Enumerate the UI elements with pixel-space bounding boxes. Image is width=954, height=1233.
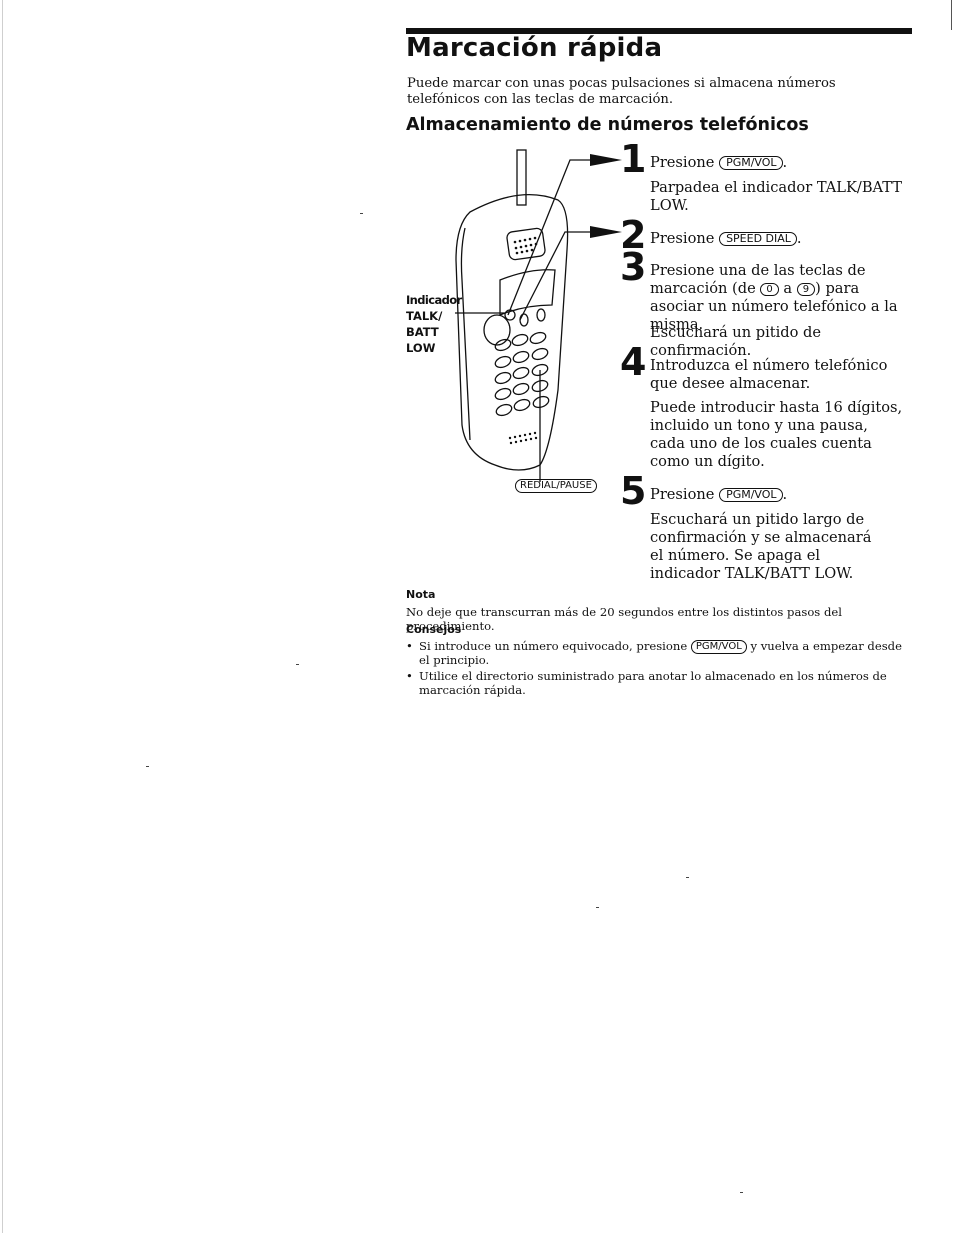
keypad [494, 331, 550, 417]
indicator-label-line: Indicador [406, 293, 462, 307]
step-3-text: Presione una de las teclas de marcación … [650, 262, 915, 334]
step-number: 1 [620, 137, 647, 181]
page-edge [2, 0, 3, 1233]
step-tail: . [782, 486, 788, 503]
phone-illustration [455, 149, 622, 482]
speed-dial-key: SPEED DIAL [719, 232, 797, 246]
scan-speck [360, 213, 363, 214]
section-subtitle: Almacenamiento de números telefónicos [406, 115, 809, 135]
earpiece [506, 227, 546, 261]
step-5-detail: Escuchará un pitido largo de confirmació… [650, 511, 872, 582]
step-text-c: ) para asociar un número telefónico a la… [650, 280, 898, 333]
digit-key-0: 0 [760, 283, 779, 296]
antenna [516, 149, 527, 206]
leader-line-step1 [507, 159, 612, 316]
step-text-a: Presione una de las teclas de marcación … [650, 262, 866, 297]
note-heading: Nota [406, 588, 436, 601]
indicator-label-line: LOW [406, 341, 436, 355]
display-area [499, 269, 556, 316]
scan-speck [296, 664, 299, 665]
step-number: 3 [620, 245, 647, 289]
pgm-vol-key: PGM/VOL [690, 640, 747, 654]
step-tail: . [782, 154, 788, 171]
intro-paragraph: Puede marcar con unas pocas pulsaciones … [407, 76, 836, 107]
step-1-text: Presione PGM/VOL. [650, 154, 915, 172]
tip-text-a: Si introduce un número equivocado, presi… [419, 639, 688, 653]
digit-key-9: 9 [796, 283, 816, 296]
bullet-dot: • [406, 669, 413, 683]
scan-speck [596, 907, 599, 908]
indicator-label: Indicador TALK/ BATT LOW [406, 292, 462, 356]
title-rule [406, 28, 912, 34]
step-2-text: Presione SPEED DIAL. [650, 230, 915, 248]
step-4-detail: Puede introducir hasta 16 dígitos, inclu… [650, 399, 903, 470]
bullet-dot: • [406, 639, 413, 653]
scan-speck [146, 766, 149, 767]
step-lead: Presione [650, 154, 715, 171]
tip-text: Si introduce un número equivocado, presi… [419, 639, 906, 668]
scan-speck [740, 1192, 743, 1193]
step-number: 2 [620, 213, 647, 257]
step-5-text: Presione PGM/VOL. [650, 486, 915, 504]
handset-body [455, 194, 569, 471]
tip-item: • Si introduce un número equivocado, pre… [406, 639, 906, 668]
step-text-b: a [783, 280, 793, 297]
redial-pause-key: REDIAL/PAUSE [515, 479, 597, 493]
page-title: Marcación rápida [406, 33, 663, 63]
tips-heading: Consejos [406, 623, 462, 636]
indicator-label-line: TALK/ [406, 309, 443, 323]
step-lead: Presione [650, 486, 715, 503]
step-number: 4 [620, 340, 647, 384]
step-number: 5 [620, 469, 647, 513]
step-4-text: Introduzca el número telefónico que dese… [650, 357, 888, 392]
step-lead: Presione [650, 230, 715, 247]
step-1-detail: Parpadea el indicador TALK/BATT LOW. [650, 179, 903, 214]
pgm-vol-key: PGM/VOL [719, 488, 783, 502]
pgm-vol-key: PGM/VOL [719, 156, 783, 170]
tip-text-b: y vuelva a empezar desde el principio. [419, 639, 902, 667]
page-edge-mark [951, 0, 952, 30]
note-text: No deje que transcurran más de 20 segund… [406, 605, 842, 633]
step-tail: . [796, 230, 802, 247]
tip-item: • Utilice el directorio suministrado par… [406, 669, 906, 697]
indicator-label-line: BATT [406, 325, 439, 339]
tip-text: Utilice el directorio suministrado para … [419, 669, 887, 697]
scan-speck [686, 877, 689, 878]
step-3-detail: Escuchará un pitido de confirmación. [650, 324, 822, 359]
